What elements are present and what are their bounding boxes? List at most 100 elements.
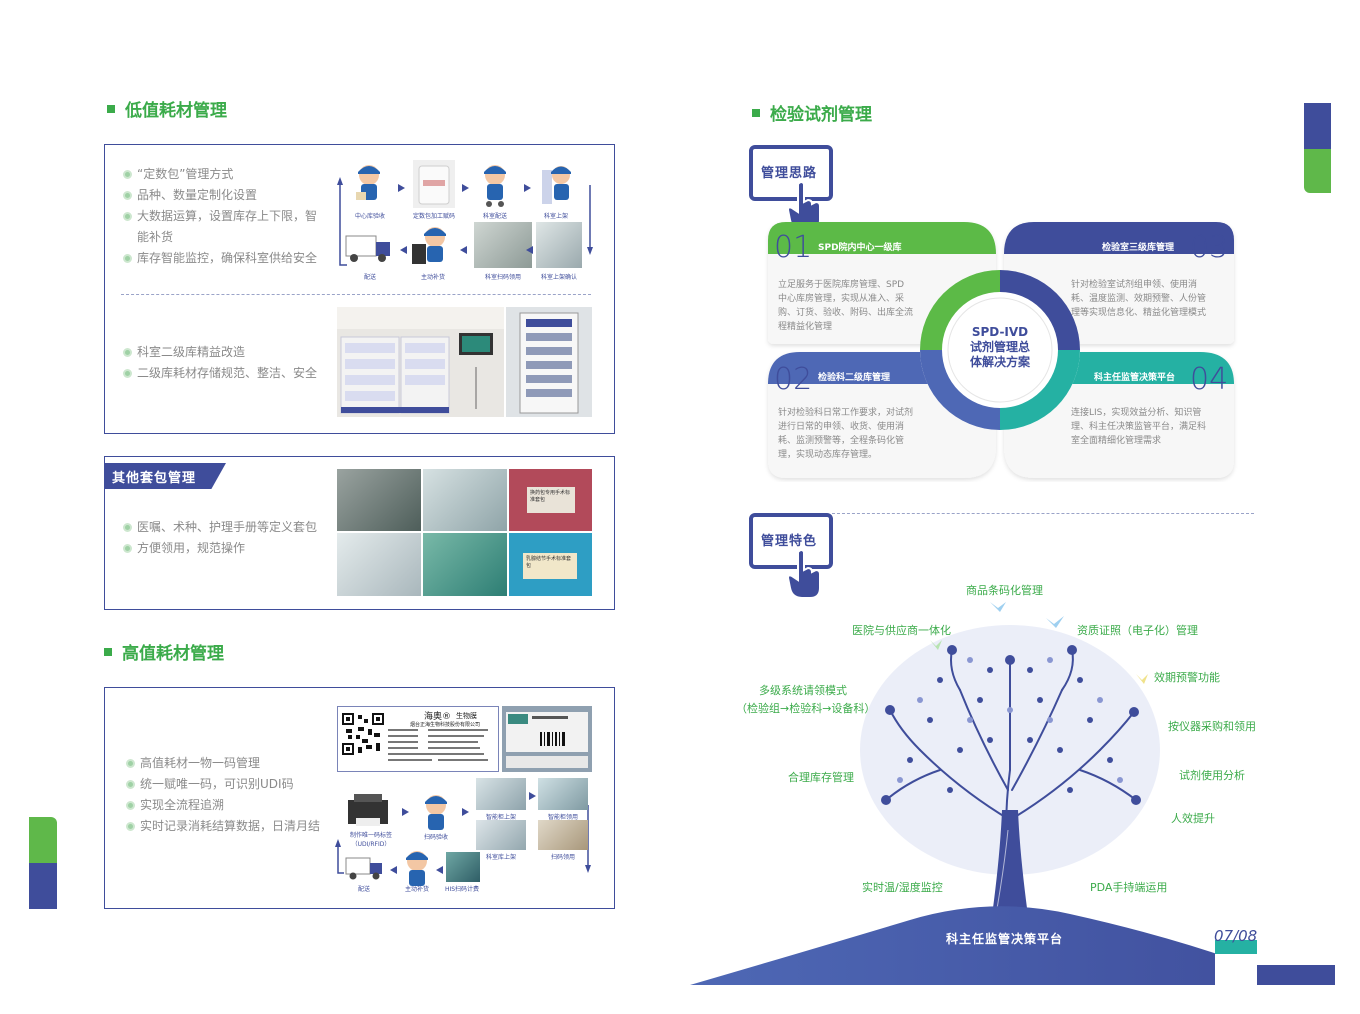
quad-text-line: 购、订货、验收、附码、出库全流 bbox=[778, 308, 914, 318]
quad-text-line: 理等实现信息化、精益化管理模式 bbox=[1071, 308, 1207, 318]
mascot-icon bbox=[420, 224, 450, 264]
bullet-item: 方便领用，规范操作 bbox=[123, 538, 333, 559]
hand-pointer-icon bbox=[786, 181, 821, 231]
other-pack-bullets: 医嘱、术种、护理手册等定义套包 方便领用，规范操作 bbox=[123, 517, 333, 559]
tree-label: 资质证照（电子化）管理 bbox=[1077, 624, 1198, 637]
udi-label-card: 海奥® 生物膜 烟台正海生物科技股份有限公司 bbox=[337, 706, 499, 772]
tree-label: 商品条码化管理 bbox=[966, 584, 1043, 597]
flow-label: 中心库验收 bbox=[354, 213, 385, 220]
quad-text-line: 中心库房管理，实现从准入、采 bbox=[778, 294, 905, 304]
quadrant-shapes bbox=[768, 222, 1234, 478]
tree-label: 合理库存管理 bbox=[788, 771, 854, 784]
section-title-low-value: 低值耗材管理 bbox=[107, 96, 227, 121]
edge-bar-green bbox=[1304, 149, 1331, 193]
center-title-line: 试剂管理总 bbox=[969, 340, 1030, 354]
flow-label: 制作唯一码标签（UDI/RFID） bbox=[349, 832, 392, 848]
bullet-item: 品种、数量定制化设置 bbox=[123, 185, 333, 206]
arrow-left-icon bbox=[436, 866, 443, 874]
section-title-text: 低值耗材管理 bbox=[125, 101, 227, 121]
quad-heading: 科主任监管决策平台 bbox=[1094, 373, 1176, 383]
center-title-line: SPD-IVD bbox=[971, 325, 1029, 339]
quad-heading: 检验科二级库管理 bbox=[818, 373, 891, 383]
scan-photo bbox=[474, 222, 532, 268]
flow-label: 扫码验收 bbox=[423, 834, 448, 841]
center-title: SPD-IVD 试剂管理总 体解决方案 bbox=[957, 325, 1043, 370]
flow-label: 科室上架确认 bbox=[540, 274, 577, 281]
bullet-item: 统一赋唯一码，可识别UDI码 bbox=[126, 774, 326, 795]
store-shelf-photo bbox=[476, 820, 526, 850]
qr-code-icon bbox=[342, 713, 384, 755]
flow-label: 主动补货 bbox=[404, 886, 429, 893]
arrow-left-icon bbox=[460, 246, 467, 254]
flow-label: HIS扫码计费 bbox=[444, 886, 480, 893]
quad-text-line: 理，实现动态库存管理。 bbox=[778, 450, 878, 460]
section-title-text: 检验试剂管理 bbox=[770, 105, 872, 125]
quad-text-line: 耗、温度监测、效期预警、人份管 bbox=[1071, 294, 1207, 304]
bullet-item: 医嘱、术种、护理手册等定义套包 bbox=[123, 517, 333, 538]
quad-text: 连接LIS，实现效益分析、知识管 理、科主任决策监管平台，满足科 室全面精细化管… bbox=[1071, 406, 1231, 448]
edge-bar-green bbox=[29, 817, 57, 863]
high-value-bullets: 高值耗材一物一码管理 统一赋唯一码，可识别UDI码 实现全流程追溯 实时记录消耗… bbox=[126, 753, 326, 837]
pack-label: 乳腺结节手术标准套包 bbox=[523, 553, 577, 579]
flow-label: 科室扫码领用 bbox=[484, 274, 521, 281]
printer-icon bbox=[346, 792, 392, 828]
pack-photo: 换药包专用手术标准套包 bbox=[509, 469, 592, 531]
arrow-right-icon bbox=[462, 808, 469, 816]
pack-photo bbox=[337, 469, 421, 531]
tree-label: 效期预警功能 bbox=[1154, 671, 1220, 684]
product-box-photo bbox=[502, 706, 592, 772]
quad-text-line: 室全面精细化管理需求 bbox=[1071, 436, 1162, 446]
tablet-tag-idea: 管理思路 bbox=[749, 145, 833, 201]
tree-label: （检验组→检验科→设备科） bbox=[736, 702, 876, 715]
tablet-tag-text: 管理特色 bbox=[761, 534, 818, 549]
arrow-right-icon bbox=[524, 184, 531, 192]
tree-label: 按仪器采购和领用 bbox=[1168, 720, 1256, 733]
tablet-tag-feature: 管理特色 bbox=[749, 513, 833, 569]
label-text-lines bbox=[388, 729, 488, 761]
quad-text-line: 程精益化管理 bbox=[778, 322, 833, 332]
title-square-icon bbox=[104, 647, 112, 656]
edge-bar-navy bbox=[1304, 103, 1331, 149]
other-pack-flag: 其他套包管理 bbox=[104, 463, 227, 489]
flow-label: 配送 bbox=[357, 886, 370, 893]
scan-pick-photo bbox=[538, 820, 588, 850]
pack-photo bbox=[337, 533, 421, 596]
bullet-item: 二级库耗材存储规范、整洁、安全 bbox=[123, 363, 323, 384]
arrow-right-icon bbox=[402, 808, 409, 816]
title-square-icon bbox=[752, 108, 760, 117]
hand-pointer-icon bbox=[786, 549, 821, 599]
mascot-icon bbox=[421, 792, 451, 832]
truck-icon bbox=[344, 232, 394, 264]
section-title-high-value: 高值耗材管理 bbox=[104, 639, 224, 664]
edge-bar-navy bbox=[29, 863, 57, 909]
arrow-right-icon bbox=[462, 184, 469, 192]
arrow-right-icon bbox=[398, 184, 405, 192]
hill-label: 科主任监管决策平台 bbox=[946, 932, 1064, 946]
quad-number: 01 bbox=[774, 230, 813, 265]
bullet-item: 高值耗材一物一码管理 bbox=[126, 753, 326, 774]
pack-photo bbox=[413, 160, 455, 208]
tree-illustration bbox=[690, 602, 1335, 985]
quad-text-line: 针对检验科日常工作要求，对试剂 bbox=[778, 408, 914, 418]
bullet-item: 科室二级库精益改造 bbox=[123, 342, 323, 363]
quad-heading: SPD院内中心一级库 bbox=[818, 243, 902, 253]
bullet-item: 实时记录消耗结算数据，日清月结 bbox=[126, 816, 326, 837]
flow-label: 主动补货 bbox=[420, 274, 445, 281]
quad-text: 针对检验室试剂组申领、使用消 耗、温度监测、效期预警、人份管 理等实现信息化、精… bbox=[1071, 278, 1231, 320]
page-number: 07/08 bbox=[1214, 927, 1258, 945]
arrow-left-icon bbox=[390, 866, 397, 874]
cabinet-pick-photo bbox=[538, 778, 588, 810]
low-value-bullets: “定数包”管理方式 品种、数量定制化设置 大数据运算，设置库存上下限，智 能补货… bbox=[123, 164, 333, 269]
flow-label: 科室库上架 bbox=[485, 854, 516, 861]
label-brand: 海奥® bbox=[424, 712, 452, 722]
section-title-reagent: 检验试剂管理 bbox=[752, 100, 872, 125]
smart-cabinet-photo bbox=[476, 778, 526, 810]
bullet-item: 大数据运算，设置库存上下限，智 bbox=[123, 206, 333, 227]
mascot-icon bbox=[542, 162, 572, 204]
dashed-divider bbox=[832, 513, 1254, 514]
flow-label: 定数包加工赋码 bbox=[412, 213, 455, 220]
tree-label: 实时温/湿度监控 bbox=[862, 881, 943, 894]
flow-connectors bbox=[335, 805, 591, 874]
label-maker: 烟台正海生物科技股份有限公司 bbox=[410, 722, 481, 728]
confirm-photo bbox=[536, 222, 582, 268]
